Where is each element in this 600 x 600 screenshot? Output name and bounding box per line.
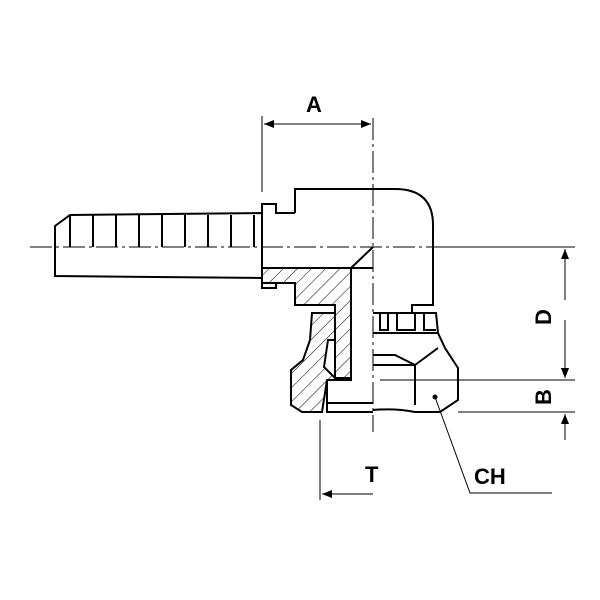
elbow-body <box>261 188 434 379</box>
centerlines <box>30 118 440 432</box>
label-t: T <box>365 462 379 487</box>
label-d: D <box>531 309 556 325</box>
extension-lines <box>380 246 575 413</box>
dimension-d: D <box>531 249 569 378</box>
dimension-b: B <box>531 360 569 440</box>
dimension-a: A <box>261 92 371 192</box>
label-ch: CH <box>474 464 506 489</box>
dimension-t: T <box>319 420 379 500</box>
label-a: A <box>306 92 322 117</box>
hose-barb <box>54 203 295 289</box>
label-b: B <box>531 389 556 405</box>
nut <box>290 312 459 413</box>
dimension-ch: CH <box>434 396 552 494</box>
